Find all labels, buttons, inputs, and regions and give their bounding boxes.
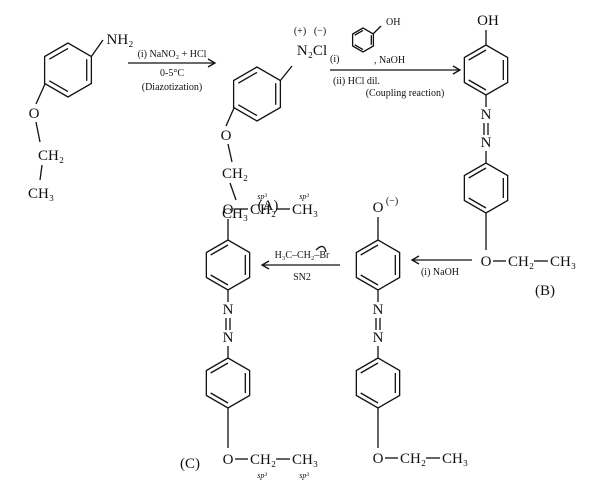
azo-n: N	[481, 107, 492, 123]
double-bond	[210, 244, 229, 256]
nh2: NH₂	[107, 32, 134, 48]
ch3: CH₃	[442, 451, 468, 467]
ch2: CH₂	[400, 451, 426, 467]
double-bond	[354, 29, 364, 36]
double-bond	[48, 47, 69, 60]
condition-temp: 0-5°C	[160, 68, 184, 79]
bond	[372, 25, 382, 35]
double-bond	[237, 71, 258, 84]
sp3-label: sp³	[257, 471, 267, 480]
ch2: CH₂	[250, 452, 276, 468]
double-bond	[360, 362, 379, 374]
azo-n: N	[373, 330, 384, 346]
charge-plus: (+)	[294, 26, 306, 37]
reagent-ethyl-bromide: H₃C–CH₂–Br	[275, 250, 330, 261]
azo-n: N	[223, 330, 234, 346]
double-bond	[468, 49, 487, 61]
reagent-naoh: (i) NaOH	[421, 267, 459, 278]
bond	[279, 65, 293, 82]
azo-n: N	[373, 302, 384, 318]
reagent-hcl: (ii) HCl dil.	[333, 76, 380, 87]
oxygen-anion: O	[373, 200, 384, 216]
double-bond	[360, 244, 379, 256]
oxygen: O	[221, 128, 232, 144]
ring-b-bottom	[463, 162, 509, 214]
ring-c-top	[205, 239, 251, 291]
arrow-sn2-head	[260, 260, 270, 270]
phenoxide-lower-ring	[355, 357, 401, 409]
double-bond	[237, 104, 258, 117]
bond	[229, 182, 237, 201]
oxygen: O	[373, 451, 384, 467]
charge-minus: (−)	[386, 196, 398, 207]
oxygen: O	[223, 452, 234, 468]
reagent-naoh: , NaOH	[374, 55, 405, 66]
label-sn2: SN2	[293, 272, 311, 283]
double-bond	[360, 274, 379, 286]
double-bond	[210, 392, 229, 404]
label-c: (C)	[180, 456, 200, 472]
phenol-oh: OH	[386, 17, 400, 28]
label-a: (A)	[258, 198, 279, 214]
bond	[35, 121, 41, 143]
ch3: CH₃	[28, 186, 54, 202]
ch2: CH₂	[508, 254, 534, 270]
n2cl: N₂Cl	[297, 43, 327, 59]
double-bond	[210, 274, 229, 286]
ring-b-top	[463, 44, 509, 96]
ch3: CH₃	[292, 202, 318, 218]
ch2: CH₂	[250, 202, 276, 218]
ch3: CH₃	[222, 206, 248, 222]
oxygen: O	[29, 106, 40, 122]
bond	[39, 164, 43, 181]
oh: OH	[477, 13, 499, 29]
ch2: CH₂	[38, 148, 64, 164]
azo-n: N	[223, 302, 234, 318]
aniline-ring	[43, 42, 93, 98]
bond	[35, 83, 46, 105]
oxygen: O	[481, 254, 492, 270]
arrow-naoh-head	[410, 255, 420, 265]
ch2: CH₂	[222, 166, 248, 182]
ch3: CH₃	[292, 452, 318, 468]
reagent-nano2: (i) NaNO₂ + HCl	[138, 49, 207, 60]
ring-c-bottom	[205, 357, 251, 409]
double-bond	[48, 80, 69, 93]
arrow-coupling-head	[452, 65, 462, 75]
sp3-label: sp³	[299, 192, 309, 201]
double-bond	[468, 197, 487, 209]
phenol-ring	[351, 27, 375, 53]
bond	[90, 39, 104, 58]
curved-arrow	[315, 245, 327, 253]
reagent-i: (i)	[330, 54, 339, 65]
bond	[225, 107, 235, 127]
double-bond	[210, 362, 229, 374]
arrow-diazotization-head	[207, 58, 217, 68]
double-bond	[468, 79, 487, 91]
charge-minus: (−)	[314, 26, 326, 37]
label-b: (B)	[535, 283, 555, 299]
double-bond	[360, 392, 379, 404]
sp3-label: sp³	[257, 192, 267, 201]
double-bond	[354, 44, 364, 51]
sp3-label: sp³	[299, 471, 309, 480]
diazonium-ring	[232, 66, 282, 122]
azo-n: N	[481, 135, 492, 151]
oxygen: O	[223, 202, 234, 218]
label-coupling: (Coupling reaction)	[366, 88, 445, 99]
double-bond	[468, 167, 487, 179]
ch3: CH₃	[550, 254, 576, 270]
phenoxide-ring	[355, 239, 401, 291]
label-diazotization: (Diazotization)	[142, 82, 203, 93]
bond	[227, 143, 233, 163]
